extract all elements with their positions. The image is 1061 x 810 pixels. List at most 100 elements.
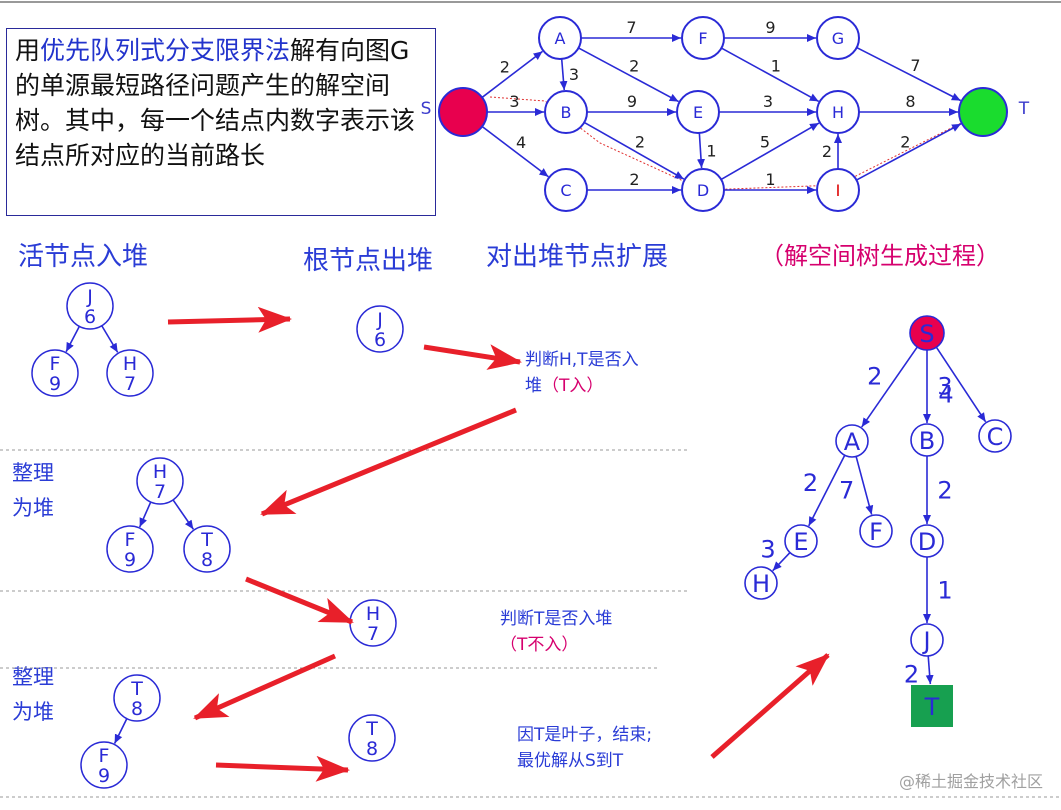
- heap-node-name: H: [153, 461, 167, 483]
- tree-edge-weight: 2: [904, 660, 919, 688]
- label-pop: 根节点出堆: [303, 246, 434, 276]
- note-end: 因T是叶子，结束; 最优解从S到T: [517, 722, 652, 774]
- heap-node-circle: [106, 525, 154, 573]
- tree-node-label: H: [752, 570, 770, 598]
- heap-edge: [113, 718, 128, 744]
- heap-node-name: F: [125, 529, 136, 551]
- tree-node-A: [835, 424, 869, 458]
- graph-node-S: [438, 87, 488, 137]
- note-end-line2: 最优解从S到T: [517, 751, 624, 771]
- tree-node-E: [784, 524, 818, 558]
- heap-node-circle: [183, 525, 231, 573]
- graph-node-E: [676, 90, 720, 134]
- tree-node-C: [978, 419, 1012, 453]
- process-arrow: [193, 653, 337, 721]
- label-expand: 对出堆节点扩展: [486, 242, 669, 272]
- heap-node-circle: [356, 305, 404, 353]
- graph-node-label: D: [697, 181, 709, 200]
- graph-edge-weight: 9: [627, 92, 637, 111]
- graph-edge-weight: 8: [905, 92, 915, 111]
- graph-node-B: [544, 90, 588, 134]
- heap-node-circle: [66, 282, 114, 330]
- heap-node-circle: [348, 714, 396, 762]
- tree-node-label: T: [924, 693, 940, 721]
- graph-edge-weight: 2: [900, 132, 910, 151]
- label-push: 活节点入堆: [18, 242, 149, 272]
- tree-node-S: [909, 315, 945, 351]
- process-arrow: [710, 653, 830, 759]
- label-process: （解空间树生成过程）: [760, 242, 1000, 270]
- heap-node-value: 8: [131, 698, 143, 720]
- graph-edge-weight: 1: [706, 141, 716, 160]
- heap-node-value: 7: [124, 373, 136, 395]
- label-reorganize-1: 整理为堆: [12, 461, 54, 520]
- heap-node-name: H: [366, 603, 380, 625]
- graph-edge-A-E: [578, 47, 679, 103]
- heap-node-J: J6: [66, 282, 114, 330]
- heap-node-value: 6: [84, 306, 96, 328]
- heap-node-value: 9: [98, 765, 110, 787]
- heap-node-name: J: [86, 286, 93, 308]
- heap-node-T: T8: [113, 674, 161, 722]
- graph-edge-F-H: [721, 47, 820, 103]
- note-check-T: 判断T是否入堆 （T不入）: [500, 606, 612, 658]
- graph-edge-D-H: [720, 122, 820, 181]
- graph-node-outside-label: T: [1018, 99, 1030, 119]
- tree-edge-S-A: [861, 346, 918, 428]
- heap-node-name: F: [50, 353, 61, 375]
- tree-node-label: J: [921, 627, 930, 655]
- note-check-T-line1: 判断T是否入堆: [500, 609, 613, 629]
- heap-node-circle: [113, 674, 161, 722]
- graph-node-A: [538, 16, 582, 60]
- heap-node-T: T8: [183, 525, 231, 573]
- graph-edge-weight: 7: [910, 56, 920, 75]
- heap-node-name: T: [365, 718, 378, 740]
- tree-node-B: [910, 423, 944, 457]
- heap-edge: [138, 501, 152, 528]
- heap-node-circle: [80, 741, 128, 789]
- graph-edge-weight: 2: [629, 170, 639, 189]
- tree-edge-E-H: [772, 552, 791, 572]
- note-check-HT-line1: 判断H,T是否入: [525, 350, 639, 370]
- heap-node-circle: [106, 349, 154, 397]
- graph-node-C: [544, 168, 588, 212]
- heap-node-value: 7: [367, 623, 379, 645]
- tree-node-label: F: [869, 518, 883, 546]
- heap-edge: [172, 499, 195, 530]
- process-arrow: [215, 755, 350, 782]
- intro-box: 用优先队列式分支限界法解有向图G的单源最短路径问题产生的解空间树。其中，每一个结…: [6, 28, 436, 216]
- graph-edge-weight: 2: [500, 57, 510, 76]
- process-arrow: [245, 576, 354, 625]
- label-reorganize-2: 整理为堆: [12, 665, 54, 724]
- graph-edge-weight: 2: [629, 56, 639, 75]
- tree-edge-weight: 3: [760, 536, 775, 564]
- note-end-line1: 因T是叶子，结束;: [517, 725, 653, 745]
- heap-node-value: 7: [154, 481, 166, 503]
- graph-edge-G-T: [856, 46, 962, 102]
- graph-edge-S-A: [481, 50, 543, 99]
- graph-node-label: C: [560, 181, 571, 200]
- tree-node-F: [859, 514, 893, 548]
- tree-edge-weight: 2: [937, 477, 952, 505]
- tree-edge-weight: 4: [938, 380, 953, 408]
- heap-edge: [101, 325, 119, 353]
- heap-node-value: 8: [366, 738, 378, 760]
- tree-edge-weight: 2: [867, 363, 882, 391]
- graph-node-outside-label: S: [421, 99, 432, 119]
- graph-node-label: E: [693, 103, 703, 122]
- graph-node-label: G: [832, 29, 844, 48]
- heap-step-2: J6: [356, 305, 404, 353]
- graph-edge-weight: 1: [771, 56, 781, 75]
- tree-node-label: D: [918, 528, 936, 556]
- heap-node-circle: [31, 349, 79, 397]
- heap-step-4: H7: [349, 599, 397, 647]
- heap-node-F: F9: [80, 741, 128, 789]
- graph-edge-weight: 3: [569, 65, 579, 84]
- tree-node-T: [911, 685, 953, 727]
- heap-node-H: H7: [349, 599, 397, 647]
- tree-node-H: [744, 566, 778, 600]
